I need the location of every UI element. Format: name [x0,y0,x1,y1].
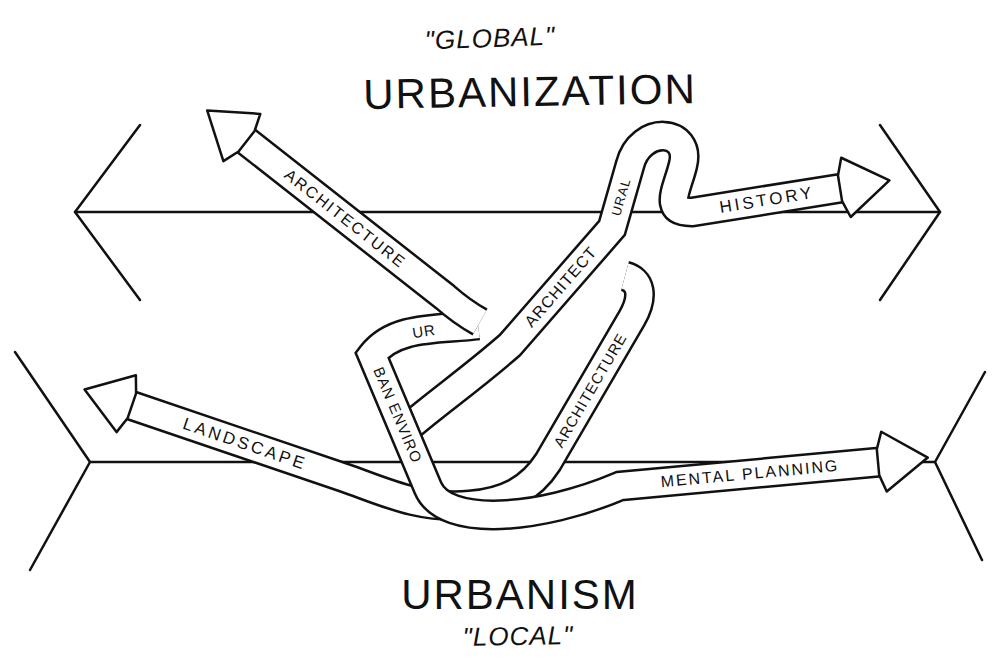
ribbon-outline [245,140,480,322]
axis-title: "GLOBAL" [424,23,555,54]
global-axis [75,211,940,214]
ribbon-outline [130,276,639,506]
ribbon [75,276,640,506]
ribbon-label: ARCHITECT [522,244,600,330]
ribbon-fill [372,325,880,515]
axis-tail [935,372,985,560]
axis-arrowhead [880,125,940,300]
ribbon [189,87,480,322]
ribbon-label: ARCHITECTURE [281,167,408,272]
ribbon-label: UR [411,322,437,341]
ribbon-outline [372,325,880,515]
axes [15,125,985,570]
axis-tail [15,352,90,570]
axis-arrowhead [75,125,140,300]
ribbon-label: ARCHITECTURE [551,330,629,449]
ribbon-arrowhead [875,428,930,492]
axis-title: "LOCAL" [462,622,573,650]
ribbon-arrowhead [189,87,265,165]
ribbon-arrowhead [75,361,142,434]
ribbon-arrowhead [835,151,894,218]
axis-title: URBANISM [401,574,639,616]
axis-title: URBANIZATION [363,68,697,116]
ribbon [372,325,931,515]
ribbon-fill [245,140,480,322]
ribbon-fill [130,276,639,506]
